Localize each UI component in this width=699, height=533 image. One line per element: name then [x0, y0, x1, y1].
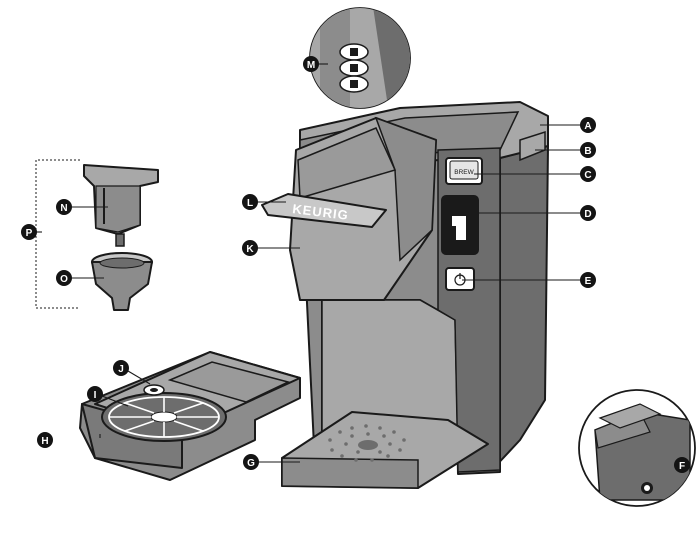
drip-tray-tab	[143, 384, 165, 396]
detachable-drip-tray	[79, 351, 301, 481]
callout-b: B	[580, 142, 596, 158]
svg-text:O: O	[60, 274, 68, 285]
svg-text:J: J	[118, 364, 124, 375]
svg-text:A: A	[584, 121, 591, 132]
svg-text:D: D	[584, 209, 591, 220]
svg-text:I: I	[94, 390, 97, 401]
svg-text:K: K	[246, 244, 254, 255]
callout-o: O	[56, 270, 72, 286]
callout-d: D	[580, 205, 596, 221]
callout-e: E	[580, 272, 596, 288]
callout-l: L	[242, 194, 258, 210]
svg-text:P: P	[26, 228, 33, 239]
brew-button[interactable]: BREW	[445, 157, 483, 185]
cup-tray-holes	[328, 424, 406, 462]
svg-text:N: N	[60, 203, 67, 214]
k-cup-holder-parts	[35, 159, 159, 311]
brew-button-label: BREW	[454, 169, 474, 176]
svg-text:G: G	[247, 458, 255, 469]
pod-holder-funnel	[91, 252, 153, 311]
drip-tray-grate	[101, 392, 227, 442]
svg-text:M: M	[307, 60, 315, 71]
svg-text:E: E	[585, 276, 592, 287]
cup-icon	[452, 216, 466, 240]
callout-a: A	[580, 117, 596, 133]
power-button[interactable]	[445, 267, 475, 291]
svg-text:F: F	[679, 461, 685, 472]
svg-text:L: L	[247, 198, 253, 209]
callout-g: G	[243, 454, 259, 470]
callout-j: J	[113, 360, 129, 376]
svg-text:B: B	[584, 146, 591, 157]
callout-m: M	[303, 56, 319, 72]
leader-lines	[36, 63, 584, 463]
keurig-handle-plate: KEURIG	[261, 193, 387, 228]
inset-m	[309, 7, 411, 109]
logo-text: KEURIG	[292, 201, 350, 223]
brewer-body: KEURIG BREW	[261, 101, 549, 475]
callout-k: K	[242, 240, 258, 256]
cup-indicator	[441, 195, 479, 255]
inset-m-dial	[339, 43, 369, 93]
pod-holder-top	[83, 164, 159, 247]
cord-socket	[641, 482, 653, 494]
cup-tray	[281, 411, 489, 489]
svg-text:C: C	[584, 170, 591, 181]
callout-i: I	[87, 386, 103, 402]
callout-c: C	[580, 166, 596, 182]
callout-f: F	[674, 457, 690, 473]
callout-h: H	[37, 432, 53, 448]
svg-text:H: H	[41, 436, 48, 447]
inset-f	[578, 389, 696, 507]
callout-markers: A B C D E F G H I J K L M N O P	[21, 56, 690, 473]
callout-n: N	[56, 199, 72, 215]
bracket-p	[35, 159, 80, 309]
callout-p: P	[21, 224, 37, 240]
